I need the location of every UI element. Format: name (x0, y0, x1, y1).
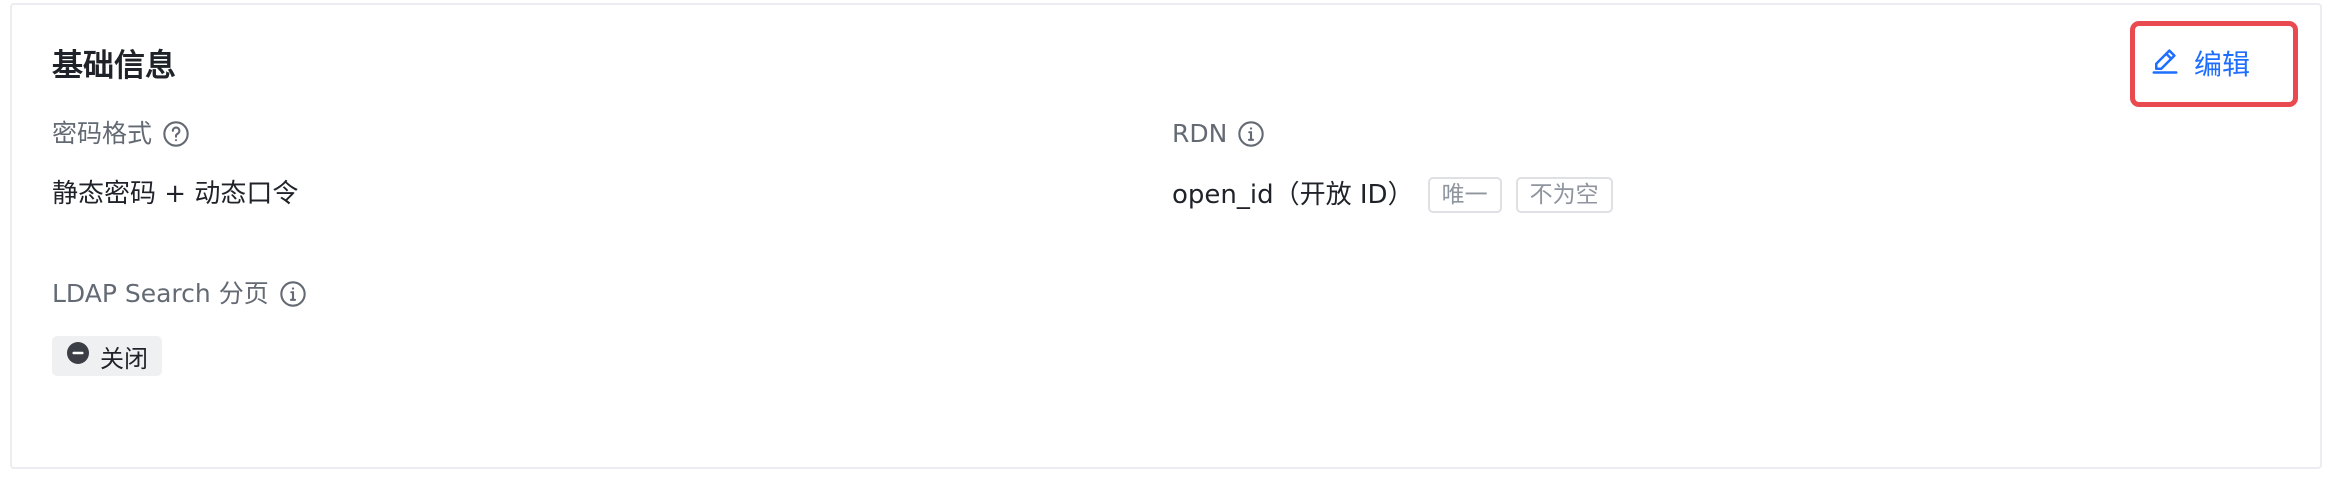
basic-info-card (10, 3, 2322, 469)
rdn-value: open_id（开放 ID） (1172, 180, 1414, 210)
password-format-label-row: 密码格式 (52, 116, 190, 152)
unique-tag: 唯一 (1427, 177, 1502, 213)
rdn-label: RDN (1172, 119, 1228, 148)
edit-button[interactable]: 编辑 (2150, 40, 2250, 86)
info-icon[interactable] (1237, 120, 1265, 148)
ldap-paging-label: LDAP Search 分页 (52, 279, 269, 308)
edit-button-highlight (2130, 21, 2298, 107)
help-icon[interactable] (162, 120, 190, 148)
rdn-label-row: RDN (1172, 116, 1265, 152)
ldap-paging-status-chip: 关闭 (52, 336, 162, 376)
not-empty-tag: 不为空 (1515, 177, 1613, 213)
password-format-label: 密码格式 (52, 119, 153, 148)
ldap-paging-label-row: LDAP Search 分页 (52, 276, 307, 312)
section-title: 基础信息 (52, 48, 176, 84)
edit-button-label: 编辑 (2194, 48, 2251, 81)
rdn-value-row: open_id（开放 ID） 唯一 不为空 (1172, 176, 1613, 214)
minus-circle-icon (66, 341, 90, 371)
password-format-value: 静态密码 + 动态口令 (52, 179, 299, 209)
info-icon[interactable] (279, 280, 307, 308)
pencil-icon (2150, 45, 2180, 82)
ldap-paging-status: 关闭 (100, 344, 148, 373)
